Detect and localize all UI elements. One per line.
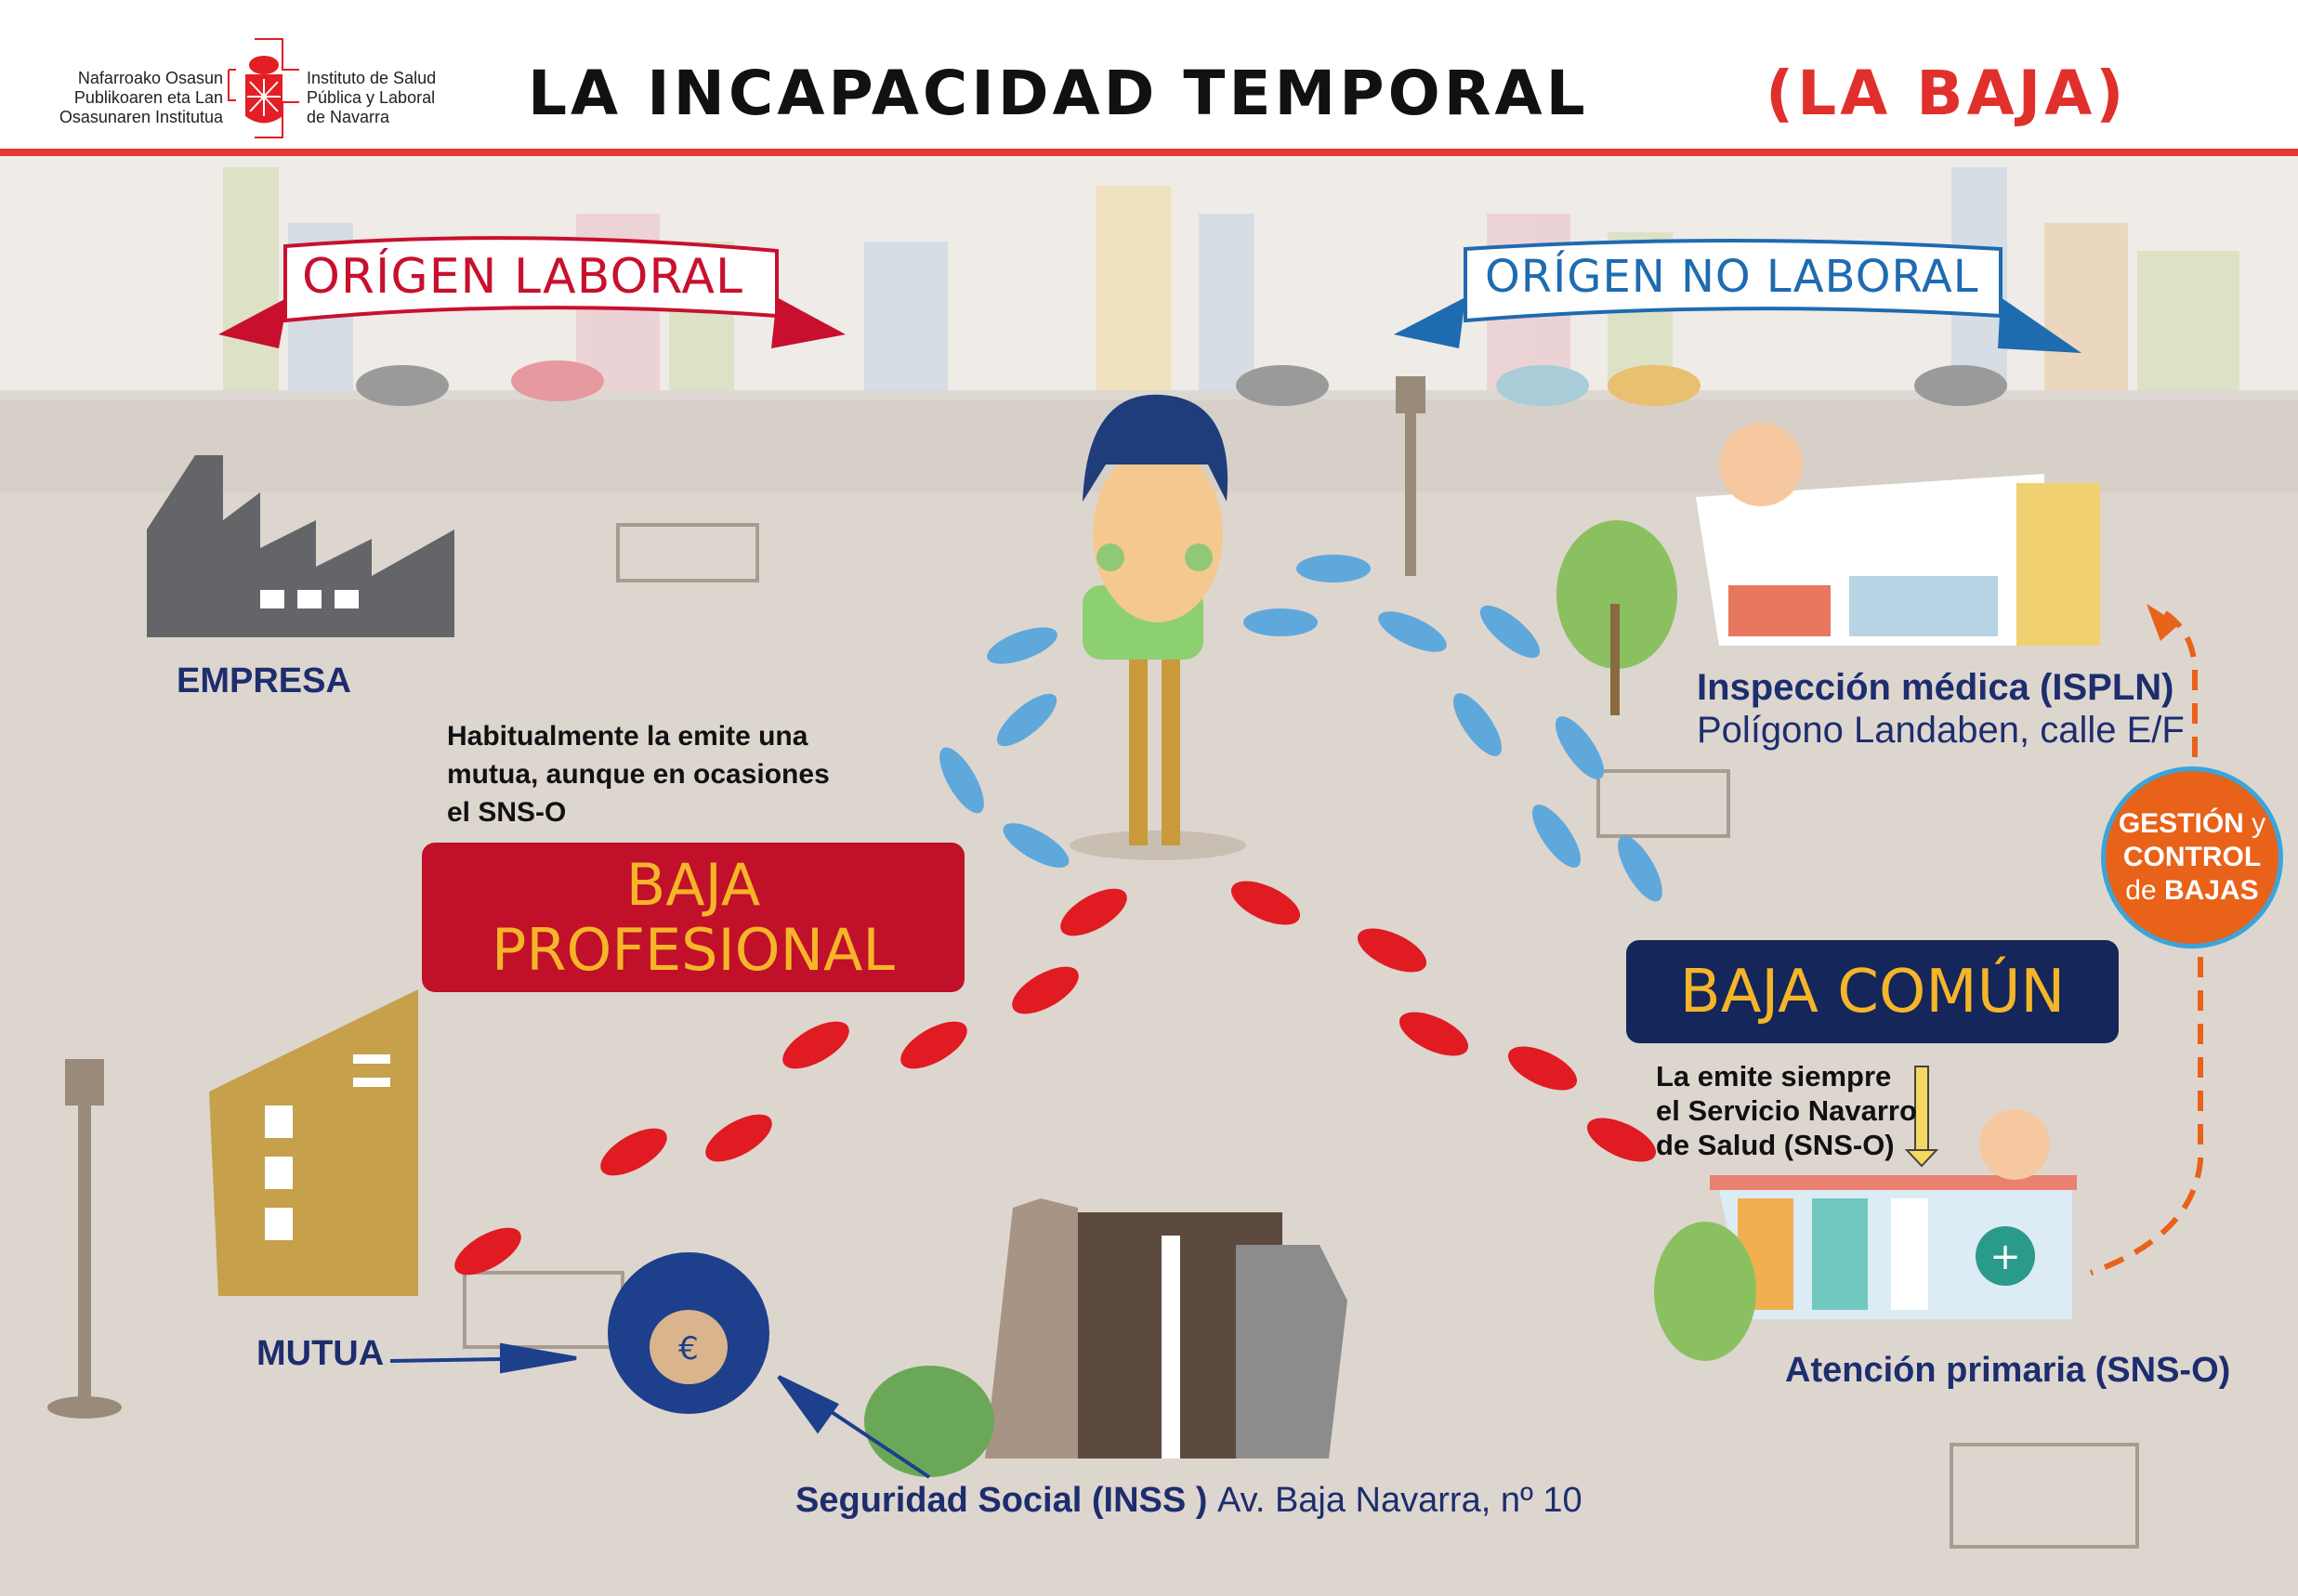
euro-bag-icon: € (608, 1252, 769, 1414)
gestion-word: y (2252, 808, 2266, 839)
gestion-word: GESTIÓN (2118, 808, 2244, 839)
atencion-primaria-label: Atención primaria (SNS-O) (1785, 1351, 2231, 1390)
gestion-word: de (2125, 875, 2157, 906)
ribbon-no-laboral (1394, 239, 2081, 353)
logo-line: Instituto de Salud (307, 69, 437, 87)
logo-line: de Navarra (307, 108, 390, 126)
note-line: el SNS-O (447, 797, 567, 828)
inss-name: Seguridad Social (INSS ) (795, 1481, 1208, 1520)
factory-icon (147, 455, 454, 637)
page-title: LA INCAPACIDAD TEMPORAL (528, 58, 1589, 129)
svg-text:€: € (678, 1330, 699, 1367)
logo-line: Publikoaren eta Lan (73, 88, 223, 107)
mutua-label: MUTUA (256, 1334, 385, 1373)
note-line: el Servicio Navarro (1656, 1094, 1917, 1127)
mutua-building-icon (209, 989, 418, 1296)
dashed-cycle-arrow (2089, 610, 2203, 1275)
orange-arrowhead-icon (2147, 604, 2179, 641)
inss-address: Av. Baja Navarra, nº 10 (1216, 1481, 1582, 1520)
baja-profesional-line: PROFESIONAL (492, 915, 895, 984)
empresa-label: EMPRESA (177, 661, 351, 700)
inss-building-icon (864, 1198, 1347, 1477)
logo-line: Pública y Laboral (307, 88, 436, 107)
inspection-building-icon (1556, 423, 2100, 715)
gestion-word: BAJAS (2164, 875, 2259, 906)
ribbon-laboral (218, 236, 846, 348)
inspeccion-title: Inspección médica (ISPLN) (1697, 667, 2174, 708)
baja-profesional-box: BAJA PROFESIONAL (422, 843, 965, 992)
page-title-paren: (LA BAJA) (1766, 58, 2128, 129)
gestion-control-badge: GESTIÓN y CONTROL de BAJAS (2101, 766, 2283, 948)
banner-origen-no-laboral: ORÍGEN NO LABORAL (1485, 251, 1979, 303)
yellow-down-arrow-icon (1904, 1066, 1939, 1168)
primary-care-building-icon: + (1654, 1109, 2077, 1361)
gestion-word: CONTROL (2122, 842, 2262, 872)
inspeccion-address: Polígono Landaben, calle E/F (1697, 710, 2185, 751)
arrows (389, 1342, 931, 1479)
logo-line: Osasunaren Institutua (59, 108, 223, 126)
cars (356, 360, 2007, 406)
profesional-note: Habitualmente la emite una mutua, aunque… (447, 717, 830, 831)
character-illustration (1070, 394, 1246, 860)
benches (463, 523, 2139, 1549)
header (0, 0, 2298, 149)
blue-footprints (939, 555, 1662, 902)
header-divider (0, 149, 2298, 156)
red-footprints (454, 881, 1657, 1275)
note-line: La emite siempre (1656, 1060, 1892, 1092)
navarra-coat-of-arms-logo (228, 38, 299, 138)
street-lamp-icon (47, 376, 1425, 1419)
logo-line: Nafarroako Osasun (77, 69, 223, 87)
note-line: Habitualmente la emite una (447, 721, 808, 752)
comun-note: La emite siempre el Servicio Navarro de … (1656, 1059, 1917, 1162)
banner-origen-laboral: ORÍGEN LABORAL (302, 249, 743, 305)
note-line: de Salud (SNS-O) (1656, 1129, 1895, 1161)
logo-text-spanish: Instituto de Salud Pública y Laboral de … (307, 69, 436, 127)
logo-text-basque: Nafarroako Osasun Publikoaren eta Lan Os… (28, 69, 223, 127)
baja-comun-box: BAJA COMÚN (1626, 940, 2119, 1043)
note-line: mutua, aunque en ocasiones (447, 759, 830, 790)
svg-text:+: + (1989, 1236, 2021, 1278)
seguridad-social-label: Seguridad Social (INSS ) Av. Baja Navarr… (795, 1481, 1582, 1521)
baja-profesional-line: BAJA (625, 850, 761, 919)
